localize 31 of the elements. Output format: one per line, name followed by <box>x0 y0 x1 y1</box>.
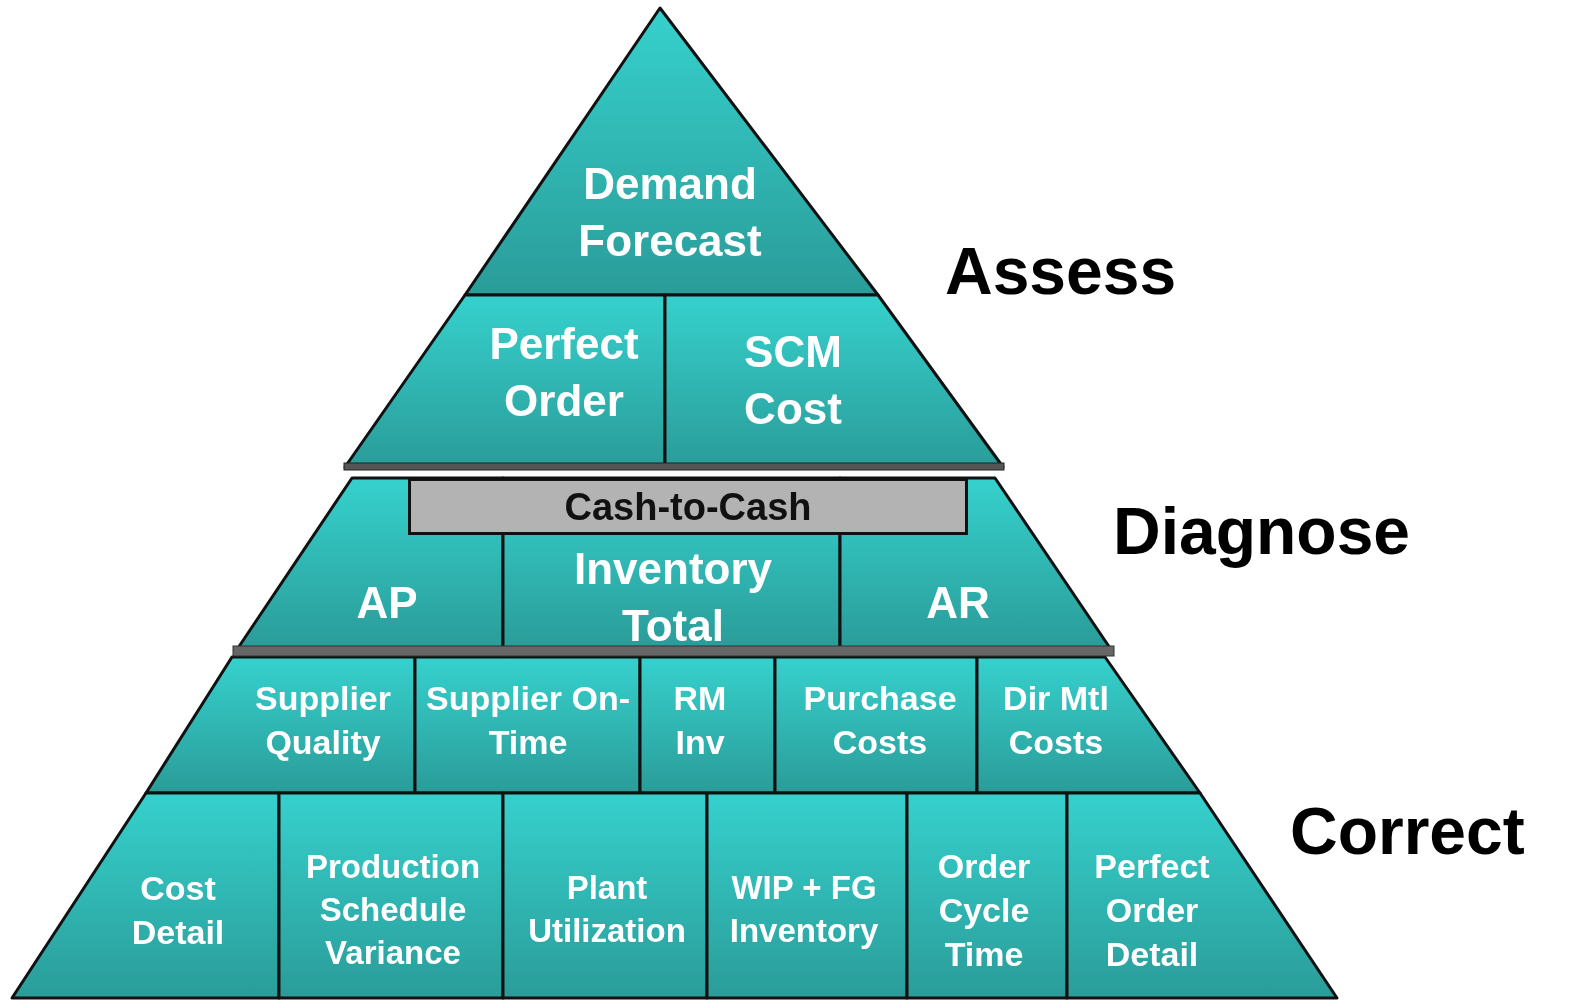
segment-label: Demand Forecast <box>577 157 763 267</box>
segment-label: Supplier Quality <box>254 677 392 763</box>
pyramid-segment <box>503 793 707 998</box>
segment-label: Plant Utilization <box>527 868 687 951</box>
segment-label: Supplier On-Time <box>425 677 631 763</box>
segment-label: Cost Detail <box>130 867 226 953</box>
segment-label: Perfect Order <box>488 317 640 427</box>
pyramid-segment <box>907 793 1067 998</box>
segment-label: Dir Mtl Costs <box>1002 677 1110 763</box>
pyramid-segment <box>707 793 907 998</box>
pyramid-segment <box>977 657 1200 793</box>
segment-label: WIP + FG Inventory <box>728 868 880 951</box>
tier-label: Assess <box>945 238 1177 304</box>
pyramid-segment <box>279 793 503 998</box>
segment-label: Perfect Order Detail <box>1093 845 1211 976</box>
segment-label: Purchase Costs <box>802 677 958 763</box>
pyramid-segment <box>775 657 977 793</box>
segment-label: AR <box>926 577 990 630</box>
bar-label: Cash-to-Cash <box>564 487 812 526</box>
pyramid-segment <box>12 793 279 998</box>
metric-bar <box>408 478 968 535</box>
segment-label: AP <box>356 577 418 630</box>
segment-label: RM Inv <box>672 677 728 763</box>
segment-label: Order Cycle Time <box>936 845 1032 976</box>
pyramid-segment <box>146 657 415 793</box>
segment-label: Inventory Total <box>572 542 773 652</box>
segment-label: Production Schedule Variance <box>304 846 482 973</box>
pyramid-segment <box>640 657 775 793</box>
segment-label: SCM Cost <box>743 325 843 435</box>
pyramid-segment <box>415 657 640 793</box>
tier-label: Correct <box>1290 798 1525 864</box>
